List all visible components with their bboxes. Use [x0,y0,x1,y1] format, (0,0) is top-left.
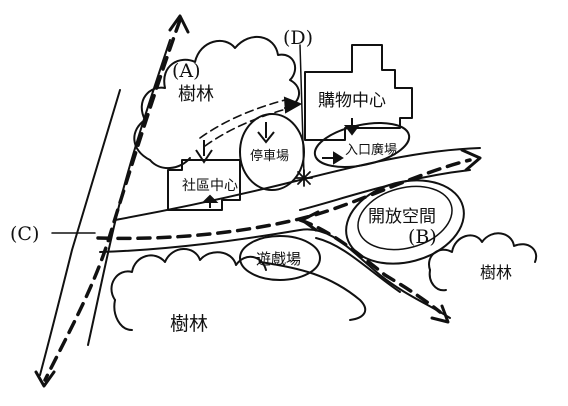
label-c: (C) [10,223,39,245]
label-b: (B) [408,226,437,248]
playground-outline [239,235,321,281]
forest-bottom-text: 樹林 [170,313,208,335]
label-d-pointer [299,44,305,176]
label-a: (A) [172,60,201,82]
road-arrow-heads [34,14,482,388]
path-arrows [195,96,360,208]
pedestrian-path [199,99,291,147]
community-center-text: 社區中心 [182,178,238,194]
open-space-text: 開放空間 [368,207,436,227]
shopping-center-text: 購物中心 [318,91,386,111]
forest-top-text: 樹林 [178,84,214,105]
parking-lot-text: 停車場 [250,148,289,164]
entrance-plaza-text: 入口廣場 [345,143,397,158]
label-d: (D) [283,27,313,49]
shopping-center-building [304,44,413,141]
dashed-main-road [43,18,472,382]
junction-star-icon [295,169,313,187]
open-space-inner [357,185,453,251]
playground-text: 遊戲場 [256,250,301,268]
forest-bottom-canopy [110,248,367,331]
forest-right-text: 樹林 [480,263,512,282]
open-space-outline [345,179,465,265]
